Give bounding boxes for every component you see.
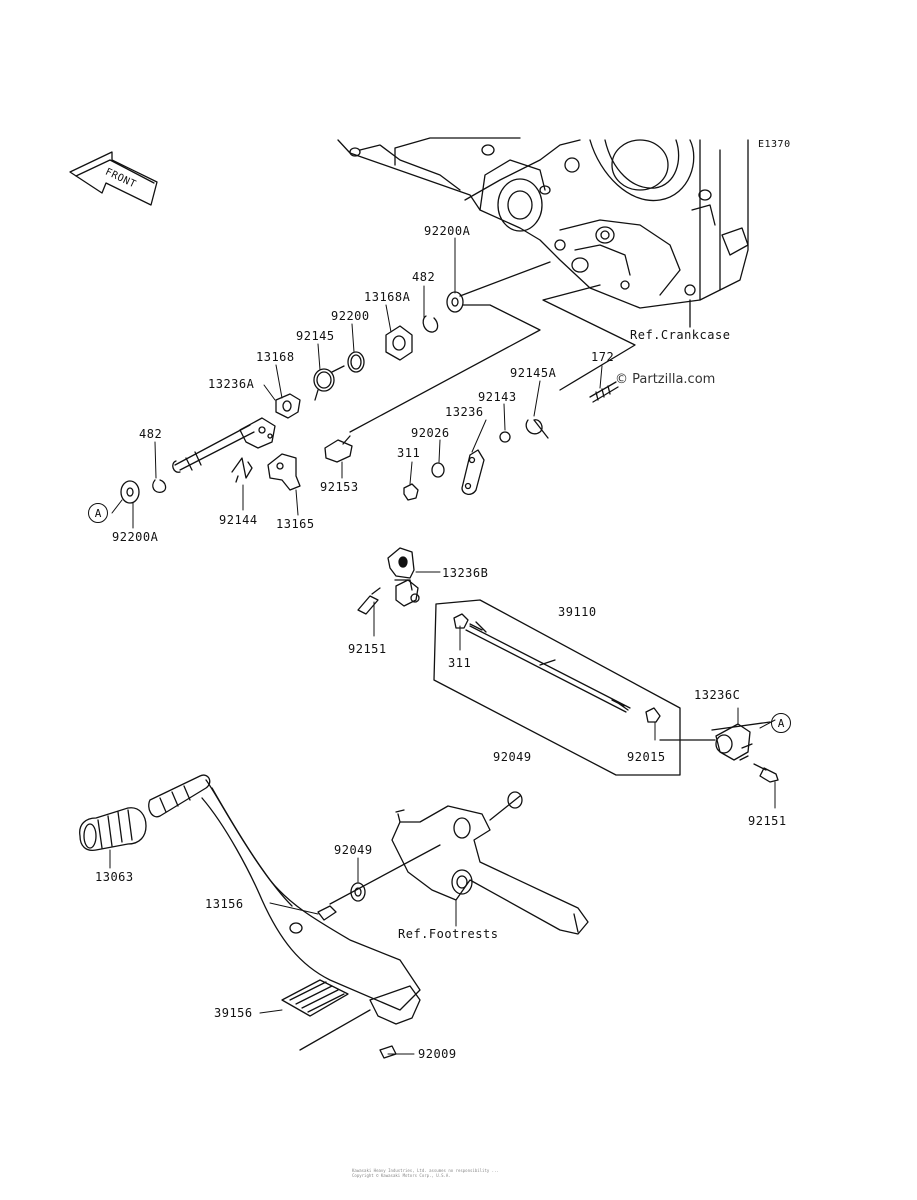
- part-label-39156: 39156: [214, 1006, 253, 1020]
- ref-footrests-label: Ref.Footrests: [398, 927, 499, 941]
- part-label-13236: 13236: [445, 405, 484, 419]
- circle-marker-a-left: A: [88, 503, 108, 523]
- front-arrow-icon: [69, 151, 158, 206]
- shift-shaft-parts: [120, 291, 619, 504]
- part-label-92049-mid: 92049: [493, 750, 532, 764]
- crankcase-drawing: [337, 137, 749, 309]
- part-label-482-left: 482: [139, 427, 163, 441]
- part-label-482-top: 482: [412, 270, 436, 284]
- part-label-13236c: 13236C: [694, 688, 741, 702]
- part-label-39110: 39110: [558, 605, 597, 619]
- crank-ref-bracket: [542, 284, 636, 391]
- part-label-92145: 92145: [296, 329, 335, 343]
- leader-lines: [109, 237, 776, 1055]
- part-label-92145a: 92145A: [510, 366, 557, 380]
- footer-copyright: Kawasaki Heavy Industries, Ltd. assumes …: [352, 1168, 499, 1178]
- watermark: © Partzilla.com: [615, 372, 716, 387]
- diagram-code: E1370: [758, 139, 791, 150]
- part-label-311-mid: 311: [448, 656, 472, 670]
- part-label-13236a: 13236A: [208, 377, 255, 391]
- part-label-92200: 92200: [331, 309, 370, 323]
- part-label-92009: 92009: [418, 1047, 457, 1061]
- linkage-parts: [357, 547, 779, 783]
- part-label-92151-left: 92151: [348, 642, 387, 656]
- part-label-92144: 92144: [219, 513, 258, 527]
- part-label-172: 172: [591, 350, 615, 364]
- footer-line-2: Copyright © Kawasaki Motors Corp., U.S.A…: [352, 1173, 451, 1178]
- part-label-13063: 13063: [95, 870, 134, 884]
- part-label-311-top: 311: [397, 446, 421, 460]
- part-label-13165: 13165: [276, 517, 315, 531]
- part-label-92015: 92015: [627, 750, 666, 764]
- footrest-bracket-drawing: [391, 791, 589, 935]
- footer-line-1: Kawasaki Heavy Industries, Ltd. assumes …: [352, 1168, 499, 1173]
- part-label-92153: 92153: [320, 480, 359, 494]
- part-label-13168: 13168: [256, 350, 295, 364]
- part-label-92200a-left: 92200A: [112, 530, 159, 544]
- shaft-axis-line: [459, 261, 551, 297]
- part-label-92026: 92026: [411, 426, 450, 440]
- shift-pedal-drawing: [79, 774, 441, 1059]
- shaft-axis-line-2: [349, 304, 541, 433]
- part-label-92049-low: 92049: [334, 843, 373, 857]
- part-label-92151-right: 92151: [748, 814, 787, 828]
- ref-crankcase-label: Ref.Crankcase: [630, 328, 731, 342]
- part-label-13156: 13156: [205, 897, 244, 911]
- circle-marker-a-right: A: [771, 713, 791, 733]
- part-label-13236b: 13236B: [442, 566, 489, 580]
- part-label-13168a: 13168A: [364, 290, 411, 304]
- part-label-92200a-top: 92200A: [424, 224, 471, 238]
- part-label-92143: 92143: [478, 390, 517, 404]
